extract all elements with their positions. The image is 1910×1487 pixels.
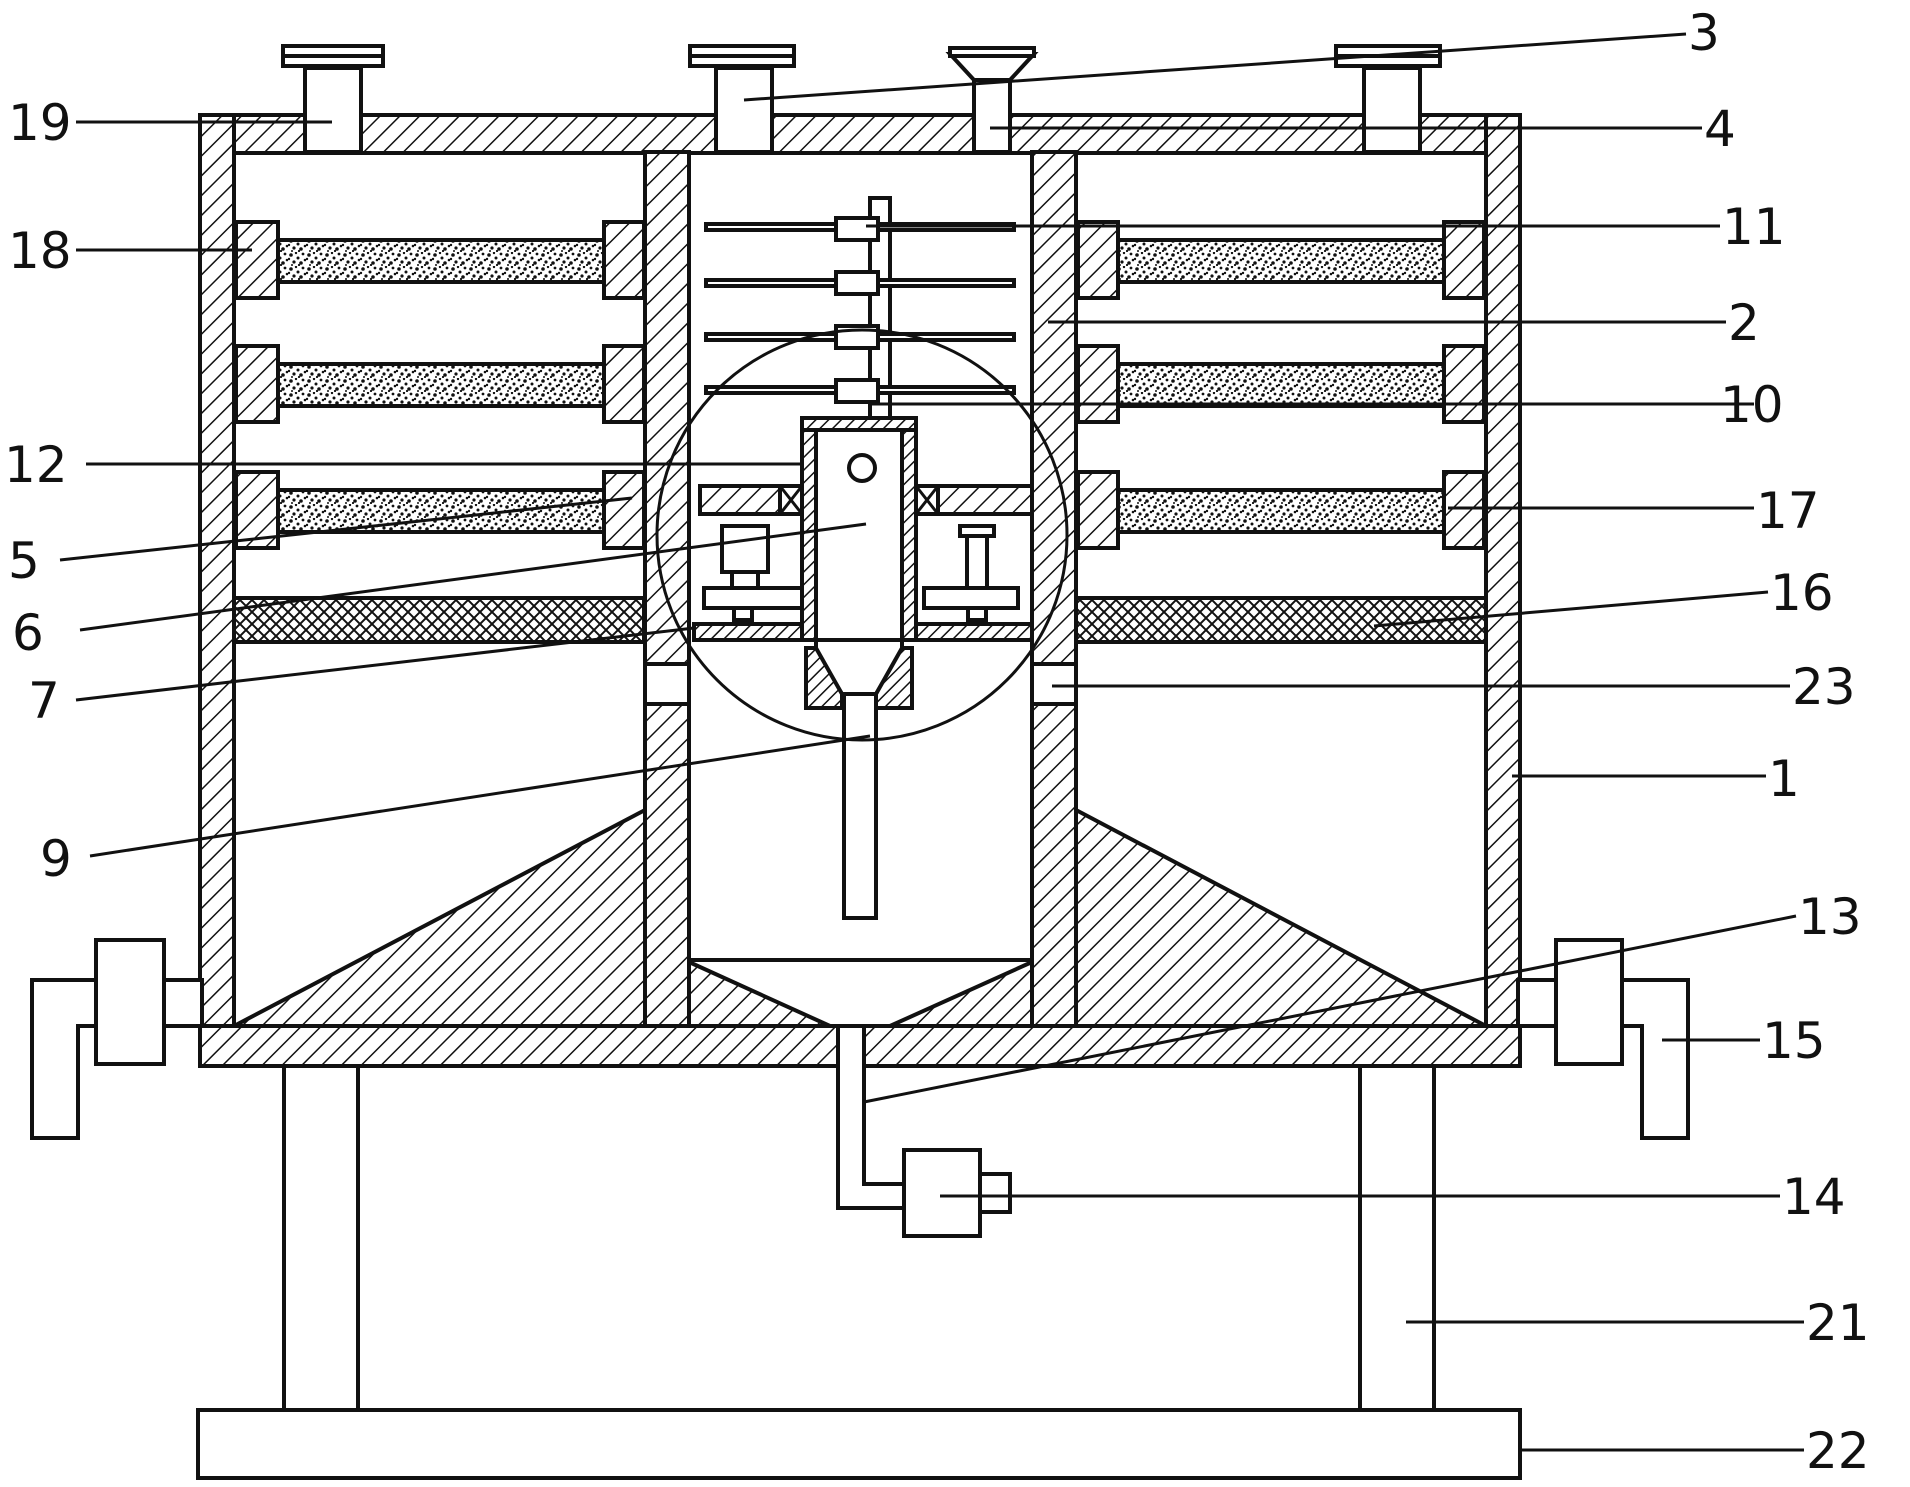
label-2: 2 <box>1728 294 1760 352</box>
label-13: 13 <box>1798 888 1862 946</box>
label-10: 10 <box>1720 376 1784 434</box>
outlet-pipe <box>804 638 914 920</box>
label-16: 16 <box>1770 564 1834 622</box>
inner-partition-walls <box>643 150 1078 1028</box>
label-15: 15 <box>1762 1012 1826 1070</box>
label-7: 7 <box>28 672 60 730</box>
label-19: 19 <box>8 94 72 152</box>
support-plate <box>698 484 1034 516</box>
label-5: 5 <box>8 532 40 590</box>
label-3: 3 <box>1688 4 1720 62</box>
label-17: 17 <box>1756 482 1820 540</box>
cartridge-clamps <box>234 220 1486 550</box>
mesh-screens <box>232 596 1488 644</box>
label-21: 21 <box>1806 1294 1870 1352</box>
reference-labels: 3 4 19 18 11 2 10 12 17 5 16 6 23 7 1 9 … <box>4 4 1870 1480</box>
drain-valve <box>836 1024 1012 1238</box>
motor-housing <box>800 416 918 642</box>
drive-gears <box>692 524 1034 642</box>
label-12: 12 <box>4 436 68 494</box>
label-6: 6 <box>12 604 44 662</box>
label-23: 23 <box>1792 658 1856 716</box>
label-22: 22 <box>1806 1422 1870 1480</box>
leader-lines <box>59 32 1804 1452</box>
top-ports <box>281 44 1442 154</box>
label-9: 9 <box>40 830 72 888</box>
filter-cartridges <box>248 238 1474 534</box>
label-4: 4 <box>1704 100 1736 158</box>
agitator-shaft <box>704 196 1016 422</box>
label-11: 11 <box>1722 198 1786 256</box>
label-18: 18 <box>8 222 72 280</box>
side-outlet-left <box>30 938 204 1140</box>
label-1: 1 <box>1768 750 1800 808</box>
detail-circle <box>655 328 1069 742</box>
foot-plate <box>196 1408 1522 1480</box>
outer-housing <box>198 113 1522 1032</box>
label-14: 14 <box>1782 1168 1846 1226</box>
